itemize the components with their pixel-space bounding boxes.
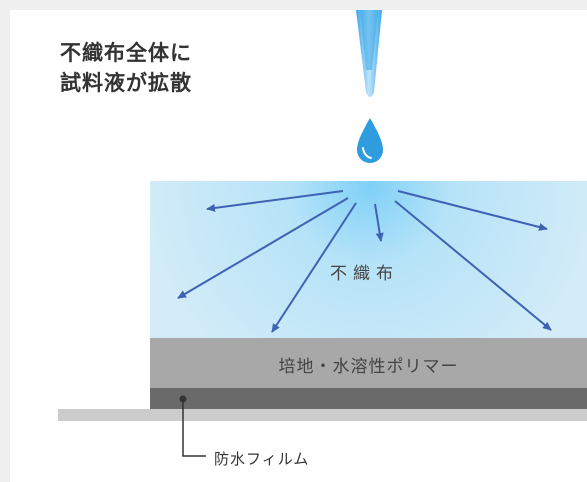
- arrow: [206, 190, 344, 212]
- arrow: [397, 190, 548, 231]
- dot-marker-icon: [179, 395, 187, 403]
- arrow: [177, 197, 349, 299]
- droplet-icon: [357, 118, 383, 163]
- arrow: [271, 202, 357, 333]
- nonwoven-label: 不織布: [330, 264, 399, 284]
- headline-line-2: 試料液が拡散: [60, 71, 192, 95]
- arrow: [394, 200, 552, 331]
- waterproof-film: [58, 409, 587, 421]
- medium-layer: [150, 338, 587, 388]
- arrow: [374, 203, 384, 242]
- medium-label: 培地・水溶性ポリマー: [278, 357, 459, 377]
- film-label: 防水フィルム: [214, 450, 310, 468]
- film-leader-line: [182, 401, 206, 457]
- headline: 不織布全体に 試料液が拡散: [60, 38, 192, 98]
- dark-band: [150, 388, 587, 409]
- pipette-icon: [356, 10, 382, 97]
- diffusion-arrows: [177, 190, 552, 333]
- headline-line-1: 不織布全体に: [60, 41, 192, 65]
